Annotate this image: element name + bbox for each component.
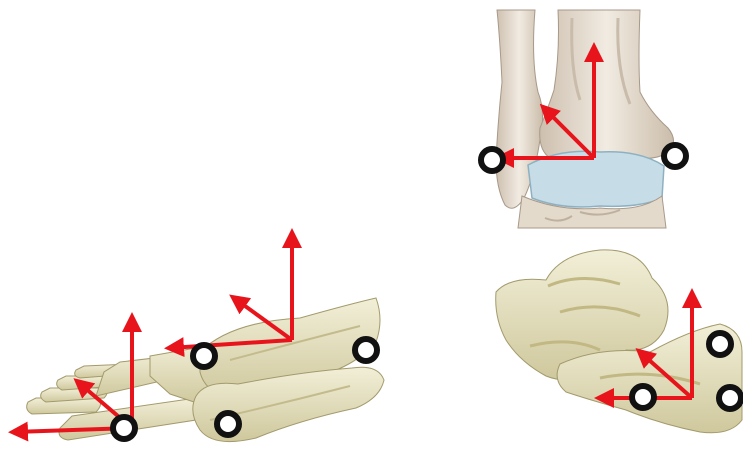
hindfoot-marker-upper [709,333,731,355]
ankle-marker-lateral [481,149,503,171]
ankle-joint-panel [481,10,686,228]
foot-skeleton-panel [14,234,384,442]
hindfoot-panel [496,250,742,433]
foot-marker-cuboid [217,413,239,435]
foot-marker-navicular [193,345,215,367]
hindfoot-marker-lower [719,387,741,409]
tibia-bone [540,10,674,158]
hindfoot-marker-medial [632,386,654,408]
ankle-marker-medial [664,145,686,167]
foot-marker-heel-upper [355,339,377,361]
foot-marker-metatarsal [113,417,135,439]
